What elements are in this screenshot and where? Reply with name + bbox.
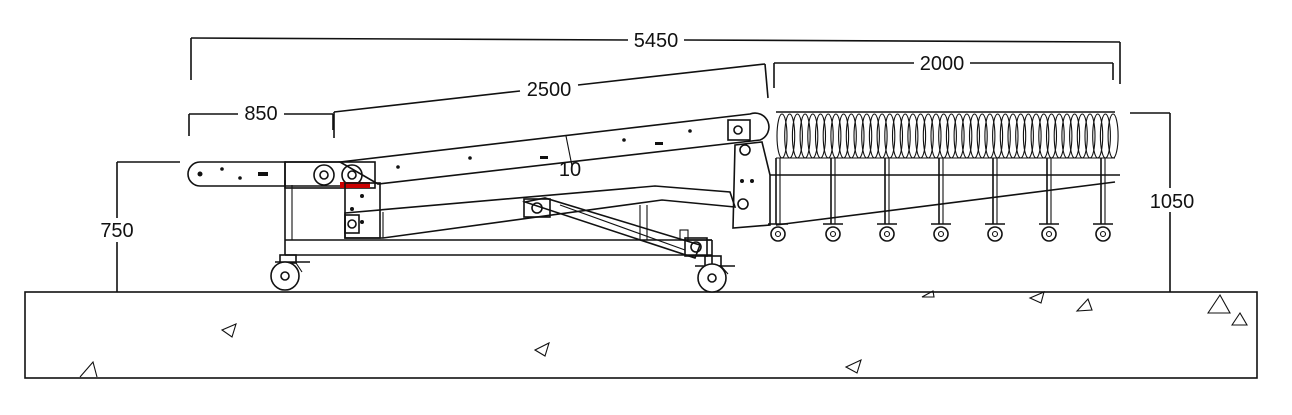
dim-1050-text: 1050 <box>1150 191 1195 213</box>
roller-coil <box>915 113 927 159</box>
roller-coil <box>784 113 796 159</box>
roller-coil <box>776 113 788 159</box>
roller-coil <box>1045 113 1058 159</box>
roller-leg <box>931 158 951 242</box>
dimension-incline-length: 2500 <box>333 63 769 138</box>
roller-coil <box>961 113 973 159</box>
dim-2500-text: 2500 <box>527 79 572 101</box>
roller-coil <box>1007 113 1019 159</box>
roller-coil <box>1099 113 1111 159</box>
roller-coil <box>976 113 988 159</box>
roller-coil <box>1053 113 1065 159</box>
roller-coil <box>984 113 996 159</box>
roller-coil <box>907 113 919 159</box>
dimension-roller-section: 2000 <box>773 53 1114 88</box>
dimension-infeed-length: 850 <box>188 103 334 136</box>
roller-coil <box>1038 113 1050 159</box>
roller-coil <box>799 113 811 159</box>
roller-coil <box>814 113 827 159</box>
castor-wheel-right <box>697 255 729 293</box>
roller-coil <box>938 113 950 159</box>
roller-coils <box>776 113 1119 159</box>
roller-coil <box>1107 113 1119 159</box>
dim-2000-text: 2000 <box>920 53 965 75</box>
roller-coil <box>1069 113 1081 159</box>
lift-strut <box>521 197 708 259</box>
roller-coil <box>945 113 957 159</box>
roller-coil <box>822 113 834 159</box>
roller-coil <box>884 113 896 159</box>
roller-leg <box>877 158 897 242</box>
roller-coil <box>861 113 873 159</box>
incline-belt-conveyor <box>337 112 770 185</box>
dimension-overall-length: 5450 <box>190 30 1121 84</box>
roller-coil <box>868 113 880 159</box>
roller-coil <box>838 113 850 159</box>
roller-coil <box>1076 113 1088 159</box>
roller-coil <box>930 113 942 159</box>
chassis-frame <box>275 180 735 267</box>
roller-coil <box>899 113 911 159</box>
hinge-drive-unit <box>284 161 381 239</box>
dimension-outfeed-height: 1050 <box>1130 112 1195 292</box>
roller-coil <box>1092 113 1104 159</box>
dim-5450-text: 5450 <box>634 30 679 52</box>
roller-coil <box>1022 113 1034 159</box>
roller-leg <box>1039 158 1059 242</box>
dim-850-text: 850 <box>244 103 277 125</box>
roller-coil <box>791 113 803 159</box>
roller-leg <box>985 158 1005 242</box>
flexible-roller-conveyor <box>768 111 1120 242</box>
roller-leg <box>1093 158 1113 242</box>
roller-coil <box>1061 113 1073 159</box>
roller-coil <box>830 113 842 159</box>
roller-leg <box>823 158 843 242</box>
dim-750-text: 750 <box>100 220 133 242</box>
roller-leg <box>768 158 788 242</box>
roller-coil <box>968 113 981 159</box>
roller-coil <box>953 113 965 159</box>
roller-coil <box>876 113 888 159</box>
transfer-bracket <box>732 141 771 229</box>
roller-coil <box>1030 113 1042 159</box>
floor-slab <box>24 290 1258 379</box>
roller-coil <box>922 113 934 159</box>
roller-coil <box>807 113 819 159</box>
roller-coil <box>999 113 1011 159</box>
roller-coil <box>1084 113 1096 159</box>
roller-coil <box>992 113 1004 159</box>
roller-coil <box>891 113 904 159</box>
roller-coil <box>853 113 865 159</box>
roller-coil <box>1015 113 1027 159</box>
incline-angle-text: 10 <box>559 159 581 181</box>
dimension-infeed-height: 750 <box>100 161 180 292</box>
roller-coil <box>845 113 857 159</box>
roller-legs <box>768 158 1113 242</box>
castor-wheel-left <box>270 254 303 291</box>
